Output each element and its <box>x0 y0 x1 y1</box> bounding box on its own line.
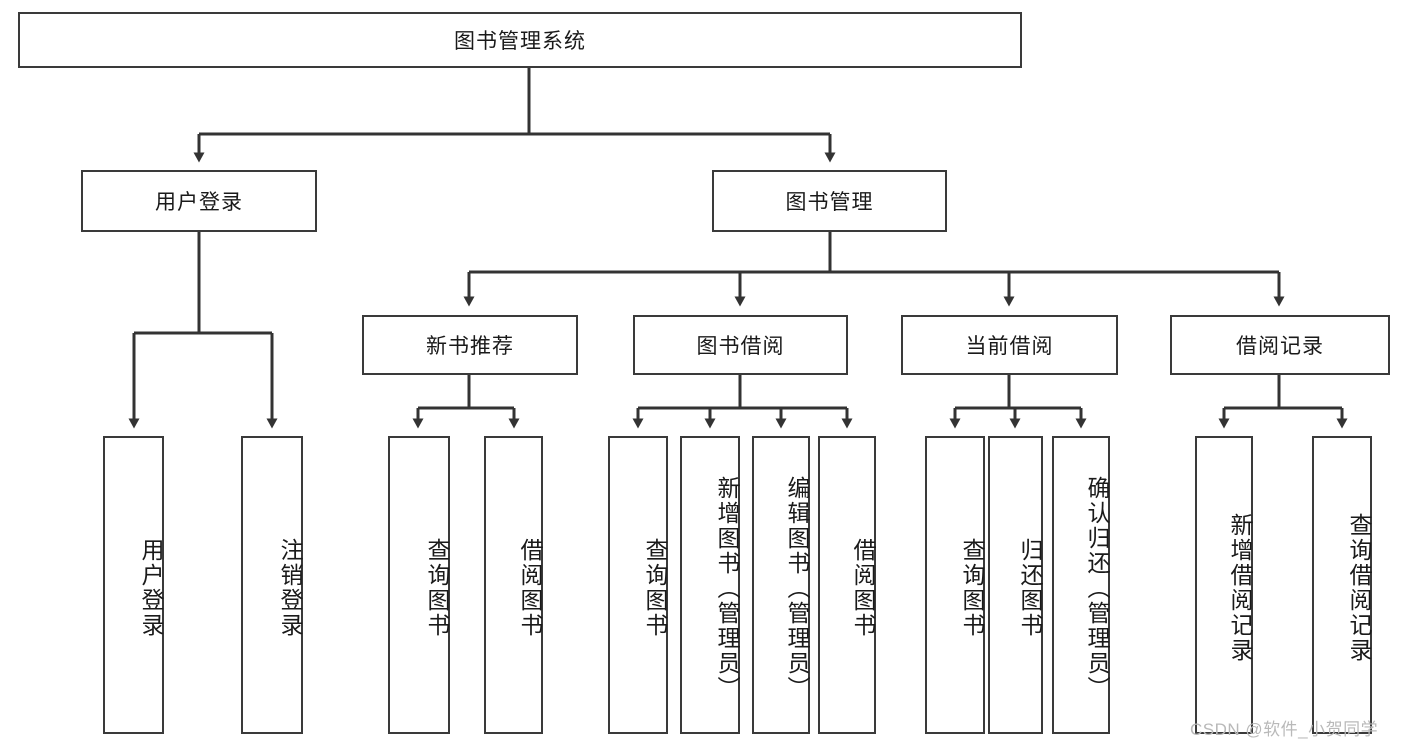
node-root[interactable]: 图书管理系统 <box>18 12 1022 68</box>
node-leaf-add-record[interactable]: 新增借阅记录 <box>1195 436 1253 734</box>
node-leaf-user-login-label: 用户登录 <box>138 538 164 638</box>
node-book-manage[interactable]: 图书管理 <box>712 170 947 232</box>
node-borrow-record[interactable]: 借阅记录 <box>1170 315 1390 375</box>
node-leaf-query-book-borrow[interactable]: 查询图书 <box>608 436 668 734</box>
connector-user-login-children <box>128 232 278 429</box>
connector-current-borrow-children <box>949 375 1087 429</box>
node-leaf-borrow-book[interactable]: 借阅图书 <box>818 436 876 734</box>
node-leaf-add-book[interactable]: 新增图书（管理员） <box>680 436 740 734</box>
connector-book-manage-children <box>463 232 1285 307</box>
node-leaf-query-book-borrow-label: 查询图书 <box>642 538 668 638</box>
node-new-book-recommend[interactable]: 新书推荐 <box>362 315 578 375</box>
node-leaf-query-book-cur-label: 查询图书 <box>959 538 985 638</box>
node-book-borrow[interactable]: 图书借阅 <box>633 315 848 375</box>
watermark-text: CSDN @软件_小贺同学 <box>1190 720 1379 739</box>
connector-new-book-recommend-children <box>412 375 520 429</box>
node-root-label: 图书管理系统 <box>454 30 586 53</box>
node-user-login[interactable]: 用户登录 <box>81 170 317 232</box>
node-leaf-return-book[interactable]: 归还图书 <box>988 436 1043 734</box>
node-leaf-query-book-cur[interactable]: 查询图书 <box>925 436 985 734</box>
node-book-borrow-label: 图书借阅 <box>696 335 785 358</box>
node-leaf-confirm-return[interactable]: 确认归还（管理员） <box>1052 436 1110 734</box>
node-leaf-edit-book[interactable]: 编辑图书（管理员） <box>752 436 810 734</box>
node-user-login-label: 用户登录 <box>155 191 243 214</box>
node-book-manage-label: 图书管理 <box>785 191 874 214</box>
node-leaf-return-book-label: 归还图书 <box>1017 538 1043 638</box>
node-leaf-borrow-book-rec[interactable]: 借阅图书 <box>484 436 543 734</box>
node-leaf-edit-book-label: 编辑图书（管理员） <box>784 475 810 701</box>
node-leaf-query-book-rec-label: 查询图书 <box>424 538 450 638</box>
node-leaf-query-record[interactable]: 查询借阅记录 <box>1312 436 1372 734</box>
node-current-borrow[interactable]: 当前借阅 <box>901 315 1118 375</box>
node-leaf-logout-label: 注销登录 <box>277 538 303 638</box>
node-current-borrow-label: 当前借阅 <box>965 335 1054 358</box>
node-leaf-borrow-book-rec-label: 借阅图书 <box>517 538 543 638</box>
connector-root-to-level2 <box>193 68 836 163</box>
connector-borrow-record-children <box>1218 375 1348 429</box>
node-leaf-confirm-return-label: 确认归还（管理员） <box>1084 475 1110 701</box>
node-leaf-borrow-book-label: 借阅图书 <box>850 538 876 638</box>
node-leaf-query-book-rec[interactable]: 查询图书 <box>388 436 450 734</box>
node-leaf-add-record-label: 新增借阅记录 <box>1227 513 1253 663</box>
connector-book-borrow-children <box>632 375 853 429</box>
node-leaf-user-login[interactable]: 用户登录 <box>103 436 164 734</box>
node-leaf-add-book-label: 新增图书（管理员） <box>714 475 740 701</box>
node-leaf-logout[interactable]: 注销登录 <box>241 436 303 734</box>
node-new-book-recommend-label: 新书推荐 <box>426 335 514 358</box>
node-leaf-query-record-label: 查询借阅记录 <box>1346 513 1372 663</box>
node-borrow-record-label: 借阅记录 <box>1236 335 1324 358</box>
